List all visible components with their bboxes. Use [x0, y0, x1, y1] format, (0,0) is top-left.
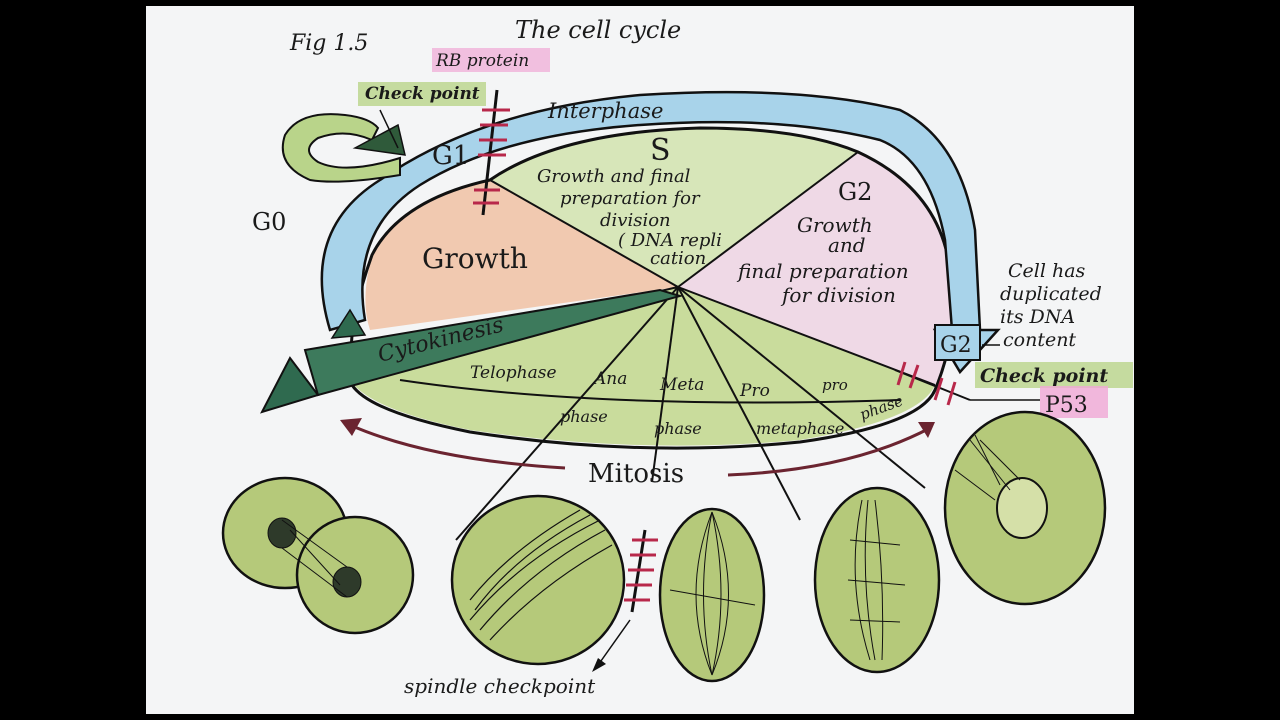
ana-label: Ana	[592, 369, 627, 389]
pro2-label: pro	[822, 376, 848, 394]
telophase-label: Telophase	[470, 363, 557, 383]
mitosis-label: Mitosis	[588, 459, 684, 489]
mitosis-right-arrowhead	[918, 422, 935, 438]
g2-desc-line-2: and	[828, 233, 866, 257]
mitosis-left-arrowhead	[340, 418, 362, 436]
cytokinesis-tip	[330, 308, 367, 339]
spindle-checkpoint-barrier	[592, 529, 658, 672]
g1-label: G1	[432, 141, 469, 171]
g1-checkpoint-pointer	[379, 109, 399, 149]
g1-checkpoint-label: Check point	[365, 84, 480, 104]
g2-desc-line-4: for division	[780, 283, 896, 307]
s-phase-wedge	[490, 128, 858, 287]
g2-box-label: G2	[940, 333, 972, 358]
checkpoint-g1-highlight	[358, 82, 486, 106]
g2-box	[934, 324, 981, 361]
cycle-outline	[349, 126, 955, 450]
mitosis-band	[350, 287, 935, 446]
s-desc-line-3: division	[600, 210, 671, 231]
dna-note-line-3: its DNA	[1000, 306, 1075, 328]
cytokinesis-arrow	[303, 288, 684, 397]
diagram-title: The cell cycle	[515, 16, 681, 44]
g2-top-label: G2	[838, 178, 872, 206]
cytokinesis-arrowhead	[260, 356, 320, 414]
pro-label: Pro	[739, 381, 770, 401]
g2-checkpoint-label: Check point	[980, 365, 1108, 387]
g1-checkpoint-barrier	[473, 89, 510, 216]
mitosis-right-arrow	[727, 426, 931, 477]
rb-protein-label: RB protein	[435, 51, 529, 71]
s-desc-line-2: preparation for	[560, 188, 701, 209]
wedge-dividers	[359, 151, 936, 541]
rb-protein-highlight	[432, 48, 550, 72]
growth-label: Growth	[422, 242, 528, 275]
g2-desc-line-1: Growth	[797, 213, 873, 237]
figure-label: Fig 1.5	[289, 31, 368, 56]
phase1-label: phase	[560, 407, 608, 426]
g2-checkpoint-barrier	[894, 361, 971, 406]
checkpoint-g2-highlight	[975, 362, 1133, 388]
mitosis-inner-arc	[399, 379, 901, 404]
metaphase-label: metaphase	[756, 419, 844, 438]
dna-note-line-1: Cell has	[1008, 260, 1086, 282]
growth-wedge	[365, 180, 678, 330]
s-desc-line-1: Growth and final	[537, 166, 691, 187]
g2-desc-line-3: final preparation	[736, 259, 909, 283]
meta-label: Meta	[659, 375, 704, 395]
s-phase-label: S	[650, 133, 671, 168]
dna-note-line-2: duplicated	[1000, 283, 1102, 305]
spindle-checkpoint-label: spindle checkpoint	[404, 674, 596, 698]
g0-loop-arrowhead	[352, 123, 406, 156]
g2-phase-wedge	[678, 152, 953, 385]
g0-label: G0	[252, 208, 286, 236]
interphase-label: Interphase	[547, 99, 663, 123]
g0-loop-arrow	[281, 113, 401, 183]
cell-prophase	[943, 410, 1107, 606]
p53-highlight	[1040, 386, 1108, 418]
phase2-label: phase	[654, 419, 702, 438]
cell-prometaphase	[813, 486, 941, 674]
cell-metaphase	[658, 507, 766, 683]
dna-note-line-4: content	[1003, 329, 1076, 351]
s-desc-line-4: ( DNA repli	[618, 230, 722, 251]
p53-label: P53	[1045, 393, 1088, 418]
cell-anaphase	[450, 494, 626, 666]
cell-telophase-pair	[221, 476, 415, 635]
mitosis-left-arrow	[349, 423, 566, 470]
interphase-arrow	[320, 90, 1001, 375]
s-desc-line-5: cation	[650, 248, 706, 269]
